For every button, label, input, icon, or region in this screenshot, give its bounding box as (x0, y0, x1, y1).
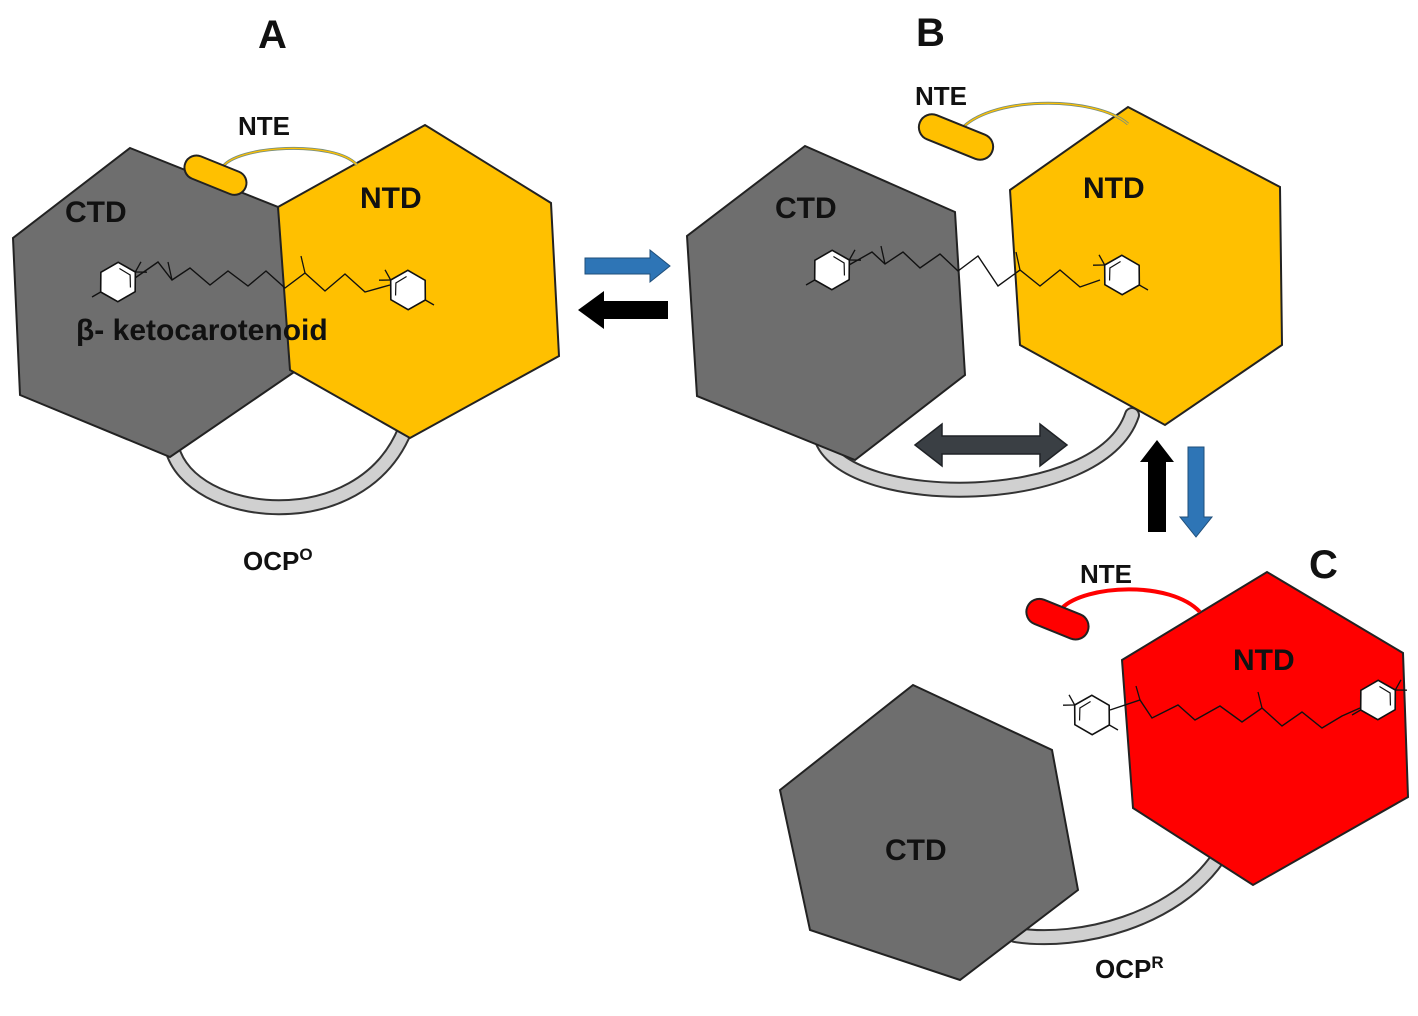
nte-label-c: NTE (1080, 559, 1132, 589)
ctd-hexagon-b (685, 144, 967, 462)
carotenoid-a (82, 251, 444, 321)
carotenoid-label: β- ketocarotenoid (76, 314, 328, 347)
nte-capsule-b (917, 113, 995, 161)
panel-letter-c: C (1309, 543, 1338, 587)
reverse-arrow-black (578, 291, 668, 329)
down-arrow-blue (1178, 446, 1214, 538)
state-label-a: OCPO (243, 545, 313, 576)
ntd-hexagon-c (1120, 570, 1410, 887)
ntd-label-c: NTD (1233, 644, 1295, 677)
ntd-label-b: NTD (1083, 172, 1145, 205)
ctd-hexagon-a (11, 146, 302, 459)
separation-double-arrow (913, 422, 1069, 468)
ctd-label-c: CTD (885, 834, 947, 867)
carotenoid-c (1056, 669, 1414, 746)
ctd-label-b: CTD (775, 192, 837, 225)
ntd-label-a: NTD (360, 182, 422, 215)
equilibrium-arrows-bc (1140, 440, 1214, 538)
equilibrium-arrows-ab (578, 248, 671, 329)
nte-capsule-a (183, 154, 248, 196)
panel-c: C NTE NTD CTD OCPR (778, 543, 1414, 984)
nte-capsule-c (1025, 597, 1090, 641)
panel-letter-a: A (258, 13, 287, 57)
ntd-hexagon-b (1008, 105, 1284, 427)
state-label-c: OCPR (1095, 953, 1164, 984)
nte-linker-c (1060, 587, 1202, 614)
carotenoid-b (796, 239, 1158, 306)
panel-a: A NTE CTD NTD β- ketocarotenoid OCPO (11, 13, 561, 576)
panel-letter-b: B (916, 11, 945, 55)
ctd-hexagon-c (778, 683, 1080, 982)
forward-arrow-blue (584, 248, 671, 284)
nte-linker-a (220, 146, 359, 169)
nte-label-b: NTE (915, 81, 967, 111)
panel-b: B NTE CTD NTD (685, 11, 1284, 498)
nte-label-a: NTE (238, 111, 290, 141)
ctd-label-a: CTD (65, 196, 127, 229)
up-arrow-black (1140, 440, 1174, 532)
